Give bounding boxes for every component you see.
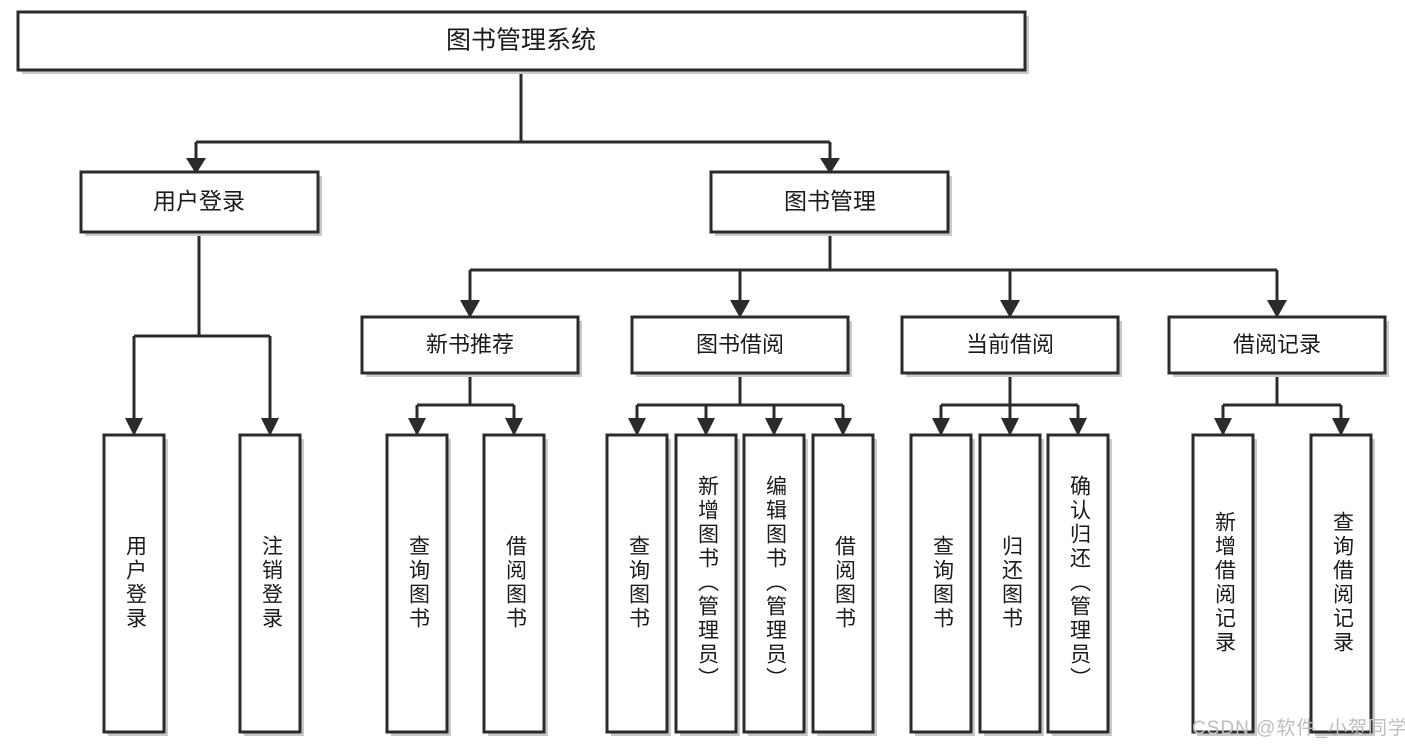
arrow-head-bookborrow-leaf-2 (697, 418, 715, 436)
arrow-head-userlogin-leaf-1 (125, 418, 143, 436)
arrow-head-book-manage (820, 158, 840, 174)
arrow-head-userlogin-leaf-2 (261, 418, 279, 436)
node-new-book-recommend-label: 新书推荐 (426, 332, 514, 357)
node-current-borrow-label: 当前借阅 (966, 332, 1054, 357)
leaf-current-borrow-1-label: 查询图书 (930, 535, 954, 631)
leaf-borrow-record-2-label: 查询借阅记录 (1330, 511, 1354, 655)
leaf-new-book-2-box[interactable] (482, 433, 546, 734)
node-borrow-record-box[interactable] (1167, 315, 1387, 375)
leaf-user-login-1[interactable]: 用户登录 (102, 433, 168, 736)
arrow-head-bookborrow-leaf-1 (628, 418, 646, 436)
leaf-borrow-record-2[interactable]: 查询借阅记录 (1309, 433, 1375, 736)
leaf-current-borrow-2[interactable]: 归还图书 (978, 433, 1044, 736)
leaf-book-borrow-3-box[interactable] (742, 433, 806, 734)
leaf-book-borrow-3-label: 编辑图书（管理员） (763, 475, 787, 691)
leaf-current-borrow-1[interactable]: 查询图书 (909, 433, 975, 736)
leaf-borrow-record-2-box[interactable] (1309, 433, 1373, 734)
leaf-new-book-2[interactable]: 借阅图书 (482, 433, 548, 736)
arrow-head-newbook-leaf-1 (408, 418, 426, 436)
node-root-box[interactable] (16, 10, 1027, 72)
node-new-book-recommend-box[interactable] (360, 315, 580, 375)
node-book-manage[interactable]: 图书管理 (709, 170, 952, 236)
node-book-borrow-box[interactable] (630, 315, 850, 375)
arrow-head-bookborrow-leaf-3 (765, 418, 783, 436)
leaf-new-book-2-label: 借阅图书 (503, 535, 527, 631)
leaf-borrow-record-1-label: 新增借阅记录 (1212, 511, 1236, 655)
leaf-book-borrow-2[interactable]: 新增图书（管理员） (674, 433, 740, 736)
arrow-head-bookborrow-leaf-4 (834, 418, 852, 436)
arrow-head-user-login (186, 158, 206, 174)
arrow-head-new-book (460, 300, 480, 318)
leaf-borrow-record-1-box[interactable] (1191, 433, 1255, 734)
leaf-new-book-1-box[interactable] (385, 433, 449, 734)
node-current-borrow-box[interactable] (900, 315, 1120, 375)
node-book-manage-label: 图书管理 (784, 188, 876, 214)
connectors (125, 72, 1350, 436)
leaf-current-borrow-1-box[interactable] (909, 433, 973, 734)
leaf-user-login-1-box[interactable] (102, 433, 166, 734)
node-current-borrow[interactable]: 当前借阅 (900, 315, 1122, 377)
leaf-book-borrow-3[interactable]: 编辑图书（管理员） (742, 433, 808, 736)
node-book-manage-box[interactable] (709, 170, 950, 234)
leaf-book-borrow-1[interactable]: 查询图书 (605, 433, 671, 736)
leaf-book-borrow-1-label: 查询图书 (626, 535, 650, 631)
arrow-head-currentborrow-leaf-1 (932, 418, 950, 436)
leaf-current-borrow-2-box[interactable] (978, 433, 1042, 734)
leaf-user-login-2-label: 注销登录 (259, 535, 283, 631)
leaf-current-borrow-3-label: 确认归还（管理员） (1067, 475, 1091, 691)
leaf-current-borrow-3-box[interactable] (1046, 433, 1110, 734)
leaf-current-borrow-2-label: 归还图书 (999, 535, 1023, 631)
leaf-book-borrow-4-label: 借阅图书 (832, 535, 856, 631)
arrow-head-current-borrow (1000, 300, 1020, 318)
leaf-user-login-1-label: 用户登录 (123, 535, 147, 631)
leaf-new-book-1[interactable]: 查询图书 (385, 433, 451, 736)
leaf-book-borrow-4-box[interactable] (811, 433, 875, 734)
arrow-head-borrow-record (1267, 300, 1287, 318)
leaf-new-book-1-label: 查询图书 (406, 535, 430, 631)
leaf-book-borrow-4[interactable]: 借阅图书 (811, 433, 877, 736)
leaf-book-borrow-2-label: 新增图书（管理员） (695, 475, 719, 691)
node-user-login-label: 用户登录 (153, 188, 245, 214)
leaf-borrow-record-1[interactable]: 新增借阅记录 (1191, 433, 1257, 736)
node-root-label: 图书管理系统 (446, 27, 596, 55)
node-user-login-box[interactable] (79, 170, 320, 234)
node-borrow-record-label: 借阅记录 (1233, 332, 1321, 357)
leaf-user-login-2[interactable]: 注销登录 (238, 433, 304, 736)
node-book-borrow-label: 图书借阅 (696, 332, 784, 357)
arrow-head-currentborrow-leaf-3 (1069, 418, 1087, 436)
leaf-book-borrow-2-box[interactable] (674, 433, 738, 734)
node-book-borrow[interactable]: 图书借阅 (630, 315, 852, 377)
leaf-current-borrow-3[interactable]: 确认归还（管理员） (1046, 433, 1112, 736)
arrow-head-newbook-leaf-2 (505, 418, 523, 436)
node-new-book-recommend[interactable]: 新书推荐 (360, 315, 582, 377)
arrow-head-borrowrecord-leaf-2 (1332, 418, 1350, 436)
arrow-head-book-borrow (730, 300, 750, 318)
arrow-head-borrowrecord-leaf-1 (1214, 418, 1232, 436)
leaf-user-login-2-box[interactable] (238, 433, 302, 734)
node-user-login[interactable]: 用户登录 (79, 170, 322, 236)
node-borrow-record[interactable]: 借阅记录 (1167, 315, 1389, 377)
node-root[interactable]: 图书管理系统 (16, 10, 1029, 74)
leaf-book-borrow-1-box[interactable] (605, 433, 669, 734)
arrow-head-currentborrow-leaf-2 (1001, 418, 1019, 436)
